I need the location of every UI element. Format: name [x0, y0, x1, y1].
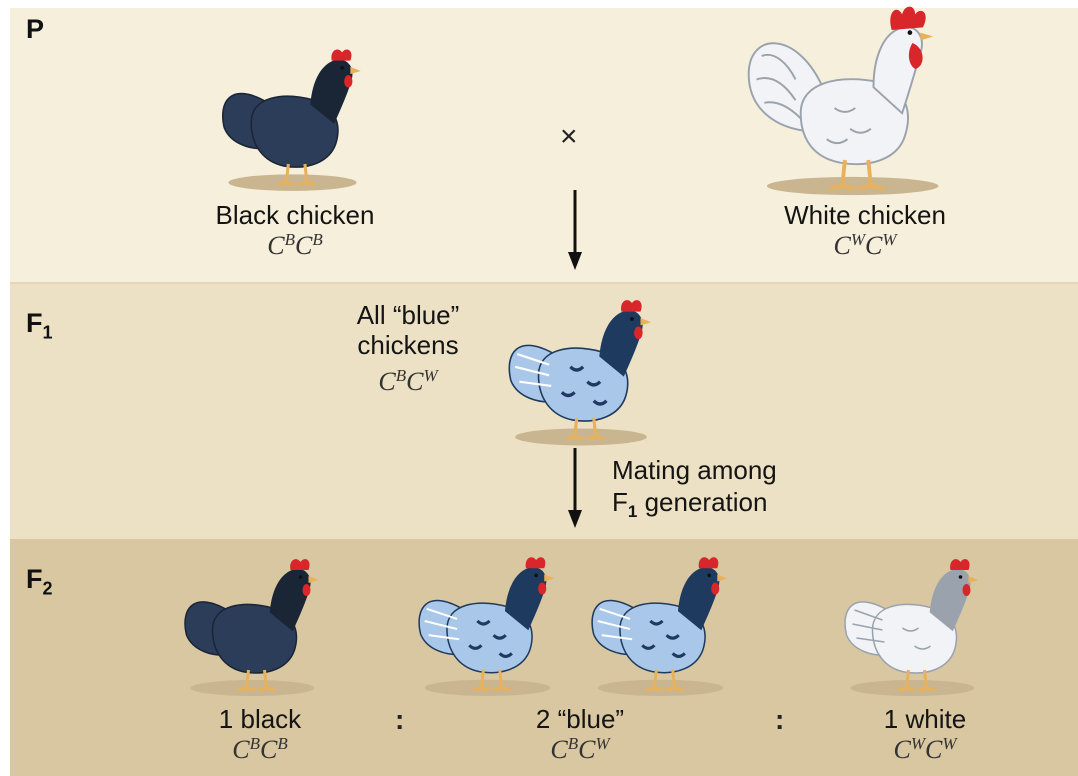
f2-black-label: 1 black: [170, 704, 350, 734]
white-chicken-genotype: CWCW: [740, 230, 990, 261]
white-chicken-label: White chicken: [740, 200, 990, 230]
f1-label: All “blue”chickens: [318, 300, 498, 360]
black-chicken-icon: [205, 40, 380, 195]
white-chicken-icon: [830, 550, 995, 700]
cross-symbol: ×: [560, 120, 578, 154]
generation-label-p: P: [26, 14, 44, 45]
f2-white-label: 1 white: [835, 704, 1015, 734]
ratio-colon: :: [395, 704, 404, 736]
f2-blue-genotype: CBCW: [490, 734, 670, 765]
down-arrow-icon: [565, 448, 585, 530]
white-rooster-icon: [725, 4, 970, 199]
blue-chicken-icon: [405, 548, 570, 700]
blue-chicken-icon: [578, 548, 743, 700]
down-arrow-icon: [565, 190, 585, 272]
blue-chicken-icon: [496, 290, 666, 450]
black-chicken-icon: [170, 550, 335, 700]
f2-blue-label: 2 “blue”: [490, 704, 670, 734]
f2-white-genotype: CWCW: [835, 734, 1015, 765]
black-chicken-label: Black chicken: [180, 200, 410, 230]
generation-label-f1: F1: [26, 308, 53, 343]
black-chicken-genotype: CBCB: [180, 230, 410, 261]
f1-genotype: CBCW: [318, 366, 498, 397]
ratio-colon: :: [775, 704, 784, 736]
generation-label-f2: F2: [26, 564, 53, 599]
f2-black-genotype: CBCB: [170, 734, 350, 765]
